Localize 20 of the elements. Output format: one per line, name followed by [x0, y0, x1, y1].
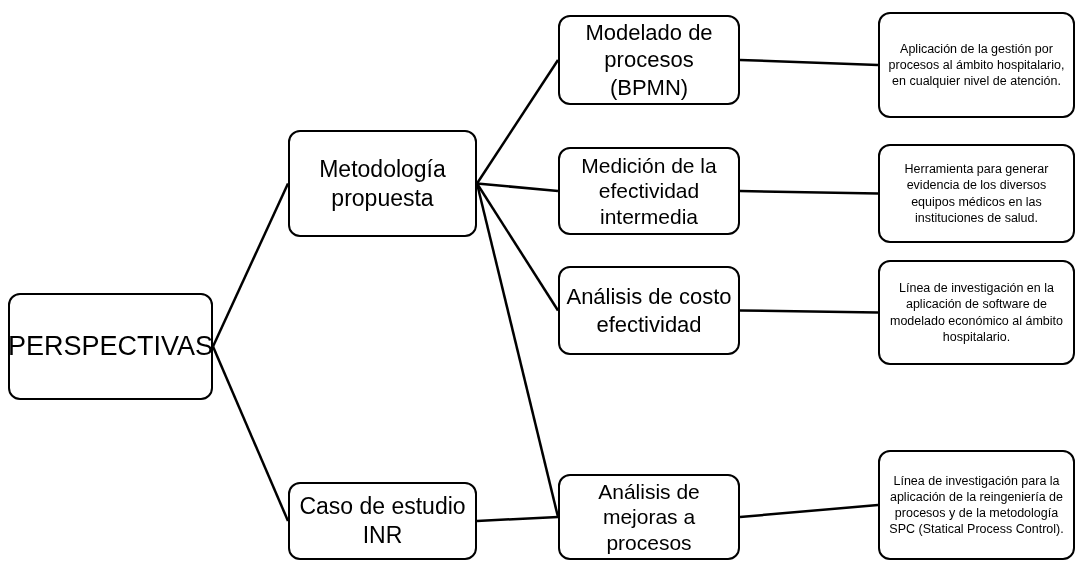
connector-line	[211, 182, 290, 348]
topic-box: Medición de la efectividad intermedia	[558, 147, 740, 235]
description-box: Línea de investigación en la aplicación de software de modelado económico al ámbito hospitalario.	[878, 260, 1075, 365]
connector-line	[739, 503, 879, 519]
topic-box: Análisis de mejoras a procesos	[558, 474, 740, 560]
connector-line	[740, 309, 878, 314]
topic-box: Análisis de costo efectividad	[558, 266, 740, 355]
connector-line	[476, 182, 559, 193]
topic-box: Metodología propuesta	[288, 130, 477, 237]
topic-box: Caso de estudio INR	[288, 482, 477, 560]
connector-line	[475, 59, 560, 185]
connector-line	[211, 346, 290, 522]
description-box: Línea de investigación para la aplicación de la reingeniería de procesos y de la metodología SPC (Statical Process Control).	[878, 450, 1075, 560]
root-box: PERSPECTIVAS	[8, 293, 213, 400]
topic-box: Modelado de procesos (BPMN)	[558, 15, 740, 105]
connector-line	[739, 58, 879, 67]
description-box: Herramienta para generar evidencia de los diversos equipos médicos en las instituciones de salud.	[878, 144, 1075, 243]
connector-line	[739, 189, 879, 195]
description-box: Aplicación de la gestión por procesos al ámbito hospitalario, en cualquier nivel de atención.	[878, 12, 1075, 118]
connector-line	[476, 515, 559, 523]
